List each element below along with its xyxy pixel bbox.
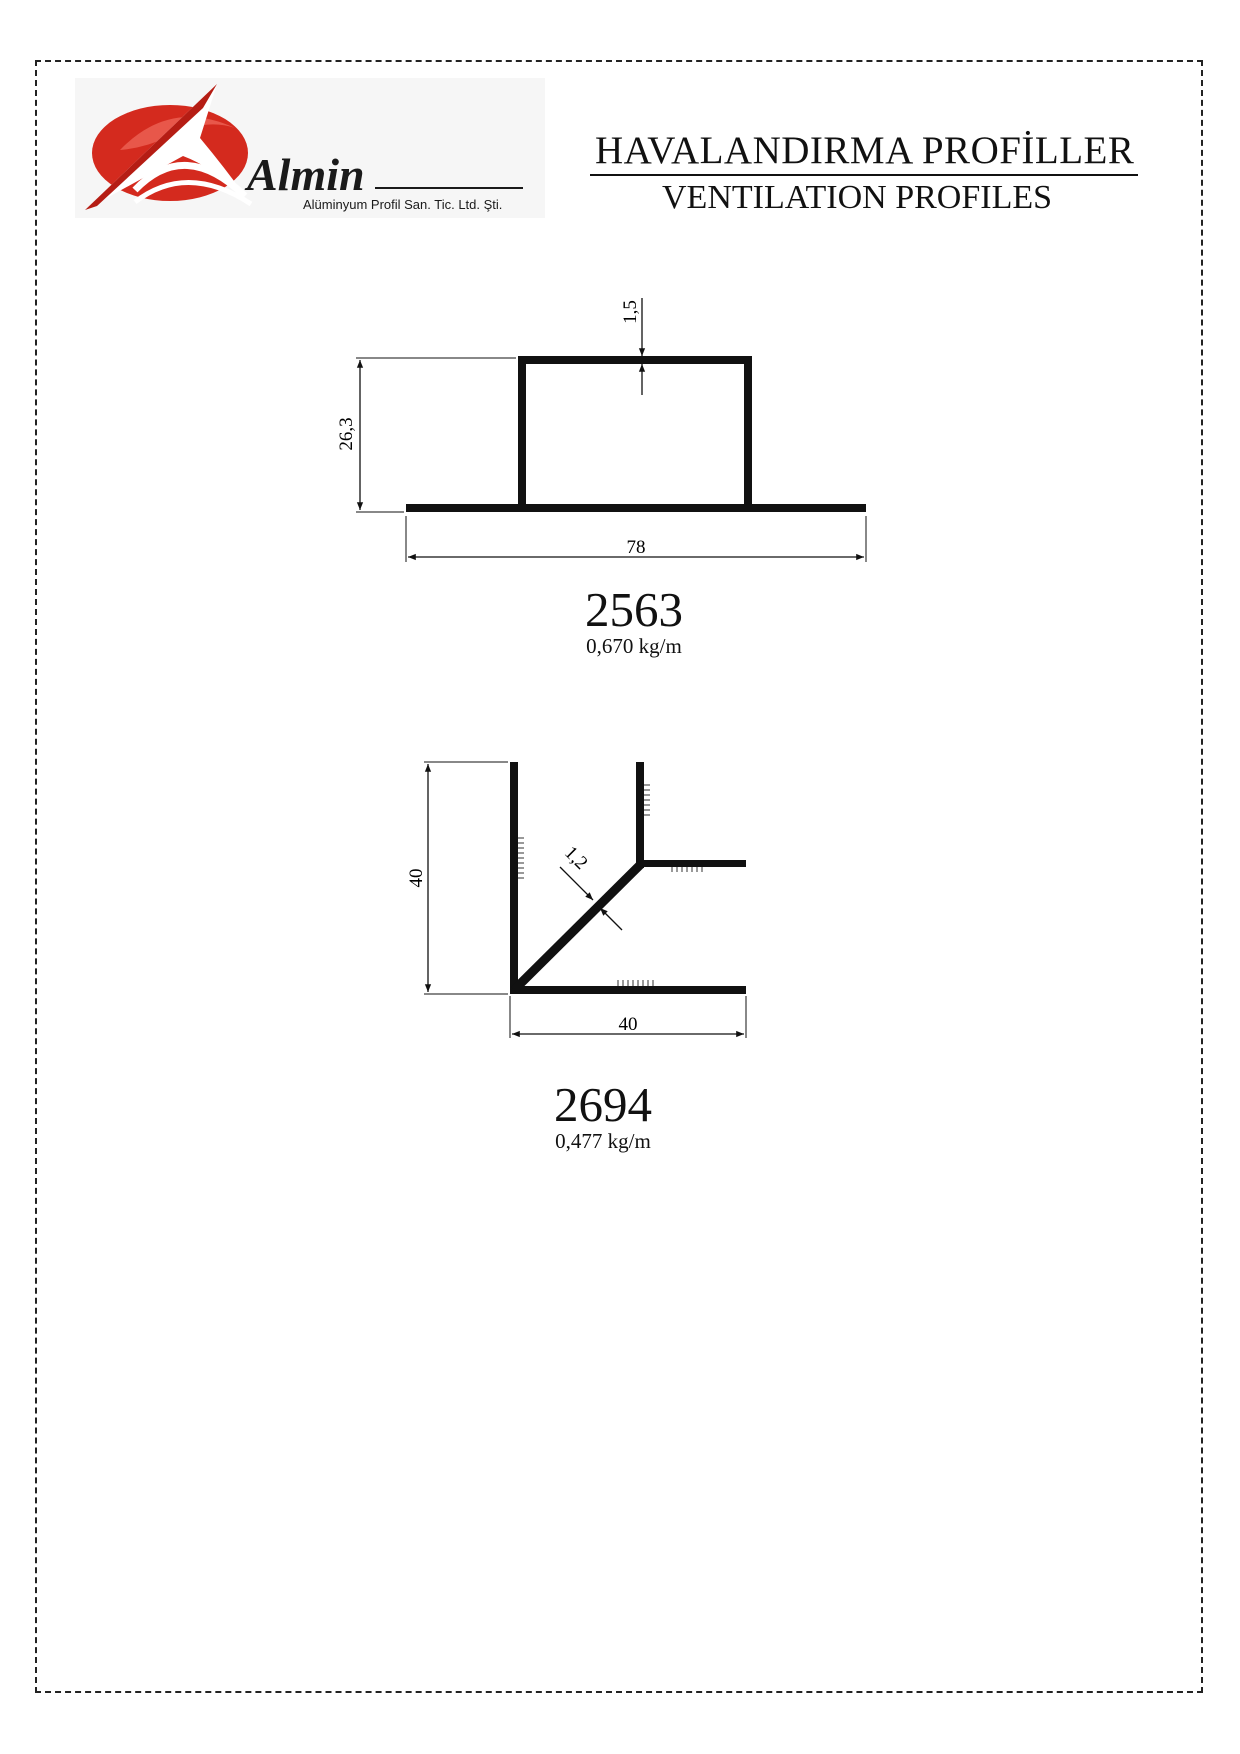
logo-brand-text: Almin [244,149,365,200]
profile-2563-wall-dim: 1,5 [620,300,641,324]
profile-2694-diagonal [510,860,645,994]
profile-2694-diag-dim: 1,2 [560,842,592,874]
profile-2563-right-wall [744,356,752,508]
profile-2694-inner-vertical [636,762,644,868]
profile-2694-width-dim: 40 [619,1014,638,1035]
profile-2563-left-wall [518,356,526,508]
profile-2694-horizontal-leg [510,986,746,994]
profile-2694-drawing: 1,2 40 40 [406,761,747,1038]
profile-2563-top-wall [518,356,752,364]
profile-2563-weight: 0,670 kg/m [586,634,682,658]
profile-2563-height-dim: 26,3 [336,417,357,450]
profile-2694-height-dim: 40 [406,869,427,888]
almin-logo: Almin Alüminyum Profil San. Tic. Ltd. Şt… [75,78,545,218]
profile-2563-code: 2563 [585,582,683,637]
logo-company-text: Alüminyum Profil San. Tic. Ltd. Şti. [303,197,502,212]
profile-2694-weight: 0,477 kg/m [555,1129,651,1153]
header: HAVALANDIRMA PROFİLLER VENTILATION PROFI… [590,128,1150,220]
title-english: VENTILATION PROFILES [662,179,1053,216]
profile-2563-base [406,504,866,512]
profile-2694-code: 2694 [554,1077,652,1132]
title-turkish: HAVALANDIRMA PROFİLLER [590,128,1139,176]
profile-2563-width-dim: 78 [627,537,646,558]
profile-2563-drawing: 1,5 26,3 78 [336,298,867,562]
profile-2694-vertical-leg [510,762,518,994]
page-border [35,60,1203,1693]
profile-2694-inner-horizontal [636,860,746,867]
